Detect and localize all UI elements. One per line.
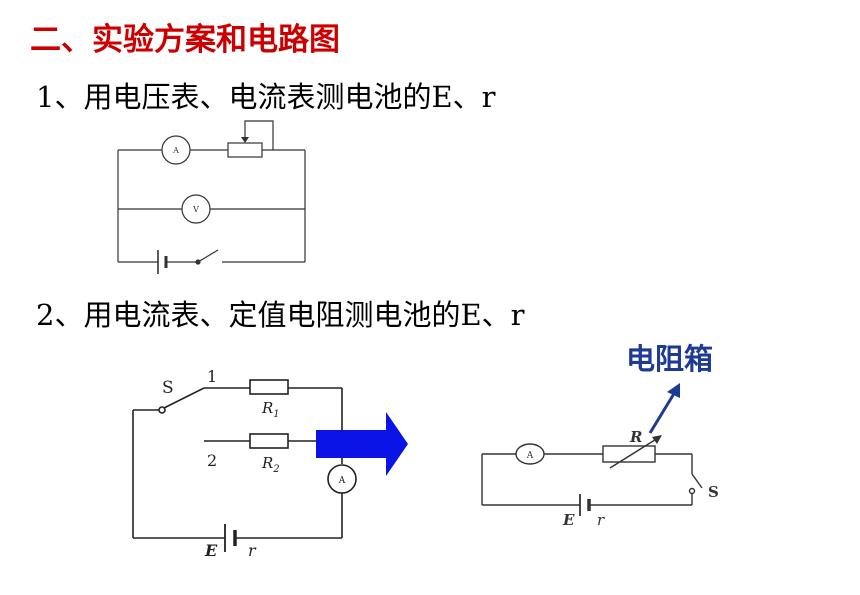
r1-subscript: 1	[273, 409, 279, 420]
svg-text:R2: R2	[261, 454, 280, 475]
resistor-r1	[249, 379, 289, 395]
r2-subscript: 2	[272, 464, 279, 475]
r2-label: R	[261, 454, 273, 472]
selector-switch	[163, 387, 205, 409]
emf-label-3: E	[562, 511, 575, 529]
switch-label: S	[162, 378, 174, 398]
section-heading: 二、实验方案和电路图	[30, 22, 340, 58]
r1-label: R	[261, 399, 273, 417]
svg-text:R1: R1	[261, 399, 280, 420]
circuit-ammeter-resistors	[132, 379, 357, 552]
resistor-label-3: R	[629, 428, 642, 446]
method-2-title: 2、用电流表、定值电阻测电池的E、r	[36, 298, 525, 332]
ammeter-label-3: A	[526, 451, 534, 461]
rheostat-symbol	[227, 142, 263, 158]
circuit-resistance-box	[481, 443, 703, 516]
position-1-label: 1	[207, 367, 217, 386]
transition-arrow	[316, 412, 408, 476]
resistor-r2	[249, 433, 289, 449]
ammeter-label-2: A	[338, 476, 346, 486]
method-1-title: 1、用电压表、电流表测电池的E、r	[36, 80, 496, 114]
internal-resistance-label-3: r	[597, 511, 605, 529]
position-2-label: 2	[207, 451, 217, 470]
switch-symbol	[197, 249, 219, 263]
switch-symbol-3	[691, 473, 703, 489]
ammeter-label: A	[172, 146, 179, 155]
internal-resistance-label: r	[248, 541, 257, 560]
circuit-voltmeter-ammeter	[117, 120, 306, 274]
resistance-box-callout: 电阻箱	[626, 342, 714, 376]
emf-label: E	[204, 541, 218, 560]
voltmeter-label: V	[192, 205, 199, 214]
switch-label-3: S	[708, 483, 719, 501]
resistance-box-symbol	[602, 445, 656, 463]
